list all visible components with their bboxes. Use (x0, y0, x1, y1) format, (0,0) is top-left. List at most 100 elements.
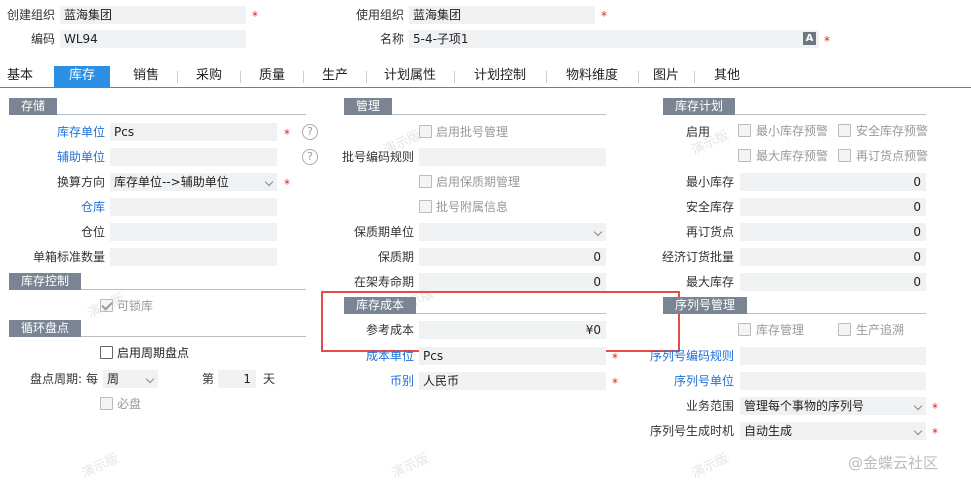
ref-cost-field[interactable]: ¥0 (419, 321, 606, 339)
section-title: 存储 (9, 98, 58, 115)
create-org-field[interactable]: 蓝海集团 (60, 6, 246, 24)
tab-separator (454, 71, 455, 83)
chevron-down-icon (145, 374, 155, 384)
tab-images[interactable]: 图片 (652, 68, 679, 83)
ref-cost-label: 参考成本 (365, 323, 414, 337)
location-label: 仓位 (80, 225, 105, 239)
watermark-text: 演示版 (79, 451, 122, 482)
tab-inventory[interactable]: 库存 (54, 66, 110, 88)
watermark-text: 演示版 (389, 451, 432, 482)
tab-quality[interactable]: 质量 (258, 68, 285, 83)
shelf-unit-select[interactable] (419, 223, 606, 241)
help-icon[interactable]: ? (302, 149, 318, 165)
reorder-point-field[interactable]: 0 (740, 223, 926, 241)
required-count-label: 必盘 (117, 397, 142, 411)
serial-unit-label[interactable]: 序列号单位 (673, 374, 734, 388)
tab-other[interactable]: 其他 (713, 68, 740, 83)
use-org-label: 使用组织 (355, 8, 404, 22)
reorder-warn-checkbox[interactable] (838, 149, 851, 162)
section-cycle-count: 循环盘点 (9, 320, 306, 337)
count-period-select[interactable]: 周 (103, 370, 158, 388)
tab-separator (303, 71, 304, 83)
name-label: 名称 (379, 32, 404, 46)
safe-stock-field[interactable]: 0 (740, 198, 926, 216)
shelf-period-field[interactable]: 0 (419, 248, 606, 266)
currency-label[interactable]: 币别 (389, 374, 414, 388)
serial-stock-mgmt-checkbox[interactable] (738, 323, 751, 336)
stock-unit-label[interactable]: 库存单位 (56, 125, 105, 139)
select-value: 库存单位-->辅助单位 (114, 175, 229, 189)
serial-timing-label: 序列号生成时机 (649, 424, 734, 438)
tab-separator (638, 71, 639, 83)
convert-direction-select[interactable]: 库存单位-->辅助单位 (110, 173, 277, 191)
batch-attach-label: 批号附属信息 (436, 200, 509, 214)
serial-rule-field[interactable] (740, 347, 926, 365)
serial-stock-mgmt-label: 库存管理 (756, 323, 805, 337)
section-stock-cost: 库存成本 (344, 297, 606, 314)
required-count-checkbox[interactable] (100, 397, 113, 410)
lockable-checkbox[interactable] (100, 299, 113, 312)
location-field[interactable] (110, 223, 277, 241)
create-org-label: 创建组织 (6, 8, 55, 22)
warehouse-field[interactable] (110, 198, 277, 216)
brand-watermark: @金蝶云社区 (848, 454, 939, 472)
min-stock-warn-checkbox[interactable] (738, 124, 751, 137)
name-field[interactable]: 5-4-子项1 (409, 30, 819, 48)
serial-prod-trace-checkbox[interactable] (838, 323, 851, 336)
use-org-field[interactable]: 蓝海集团 (409, 6, 595, 24)
section-title: 库存成本 (344, 297, 417, 314)
max-stock-label: 最大库存 (685, 275, 734, 289)
select-value: 周 (107, 372, 120, 386)
multilang-icon[interactable]: A (803, 32, 816, 45)
max-stock-warn-checkbox[interactable] (738, 149, 751, 162)
shelf-period-label: 保质期 (377, 250, 414, 264)
ordinal-day-field[interactable]: 1 (218, 370, 256, 388)
currency-field[interactable]: 人民币 (419, 372, 606, 390)
serial-unit-field[interactable] (740, 372, 926, 390)
max-stock-field[interactable]: 0 (740, 273, 926, 291)
section-storage: 存储 (9, 98, 306, 115)
count-period-every: 每 (85, 372, 98, 386)
batch-attach-checkbox[interactable] (419, 200, 432, 213)
cost-unit-field[interactable]: Pcs (419, 347, 606, 365)
tab-production[interactable]: 生产 (321, 68, 348, 83)
tab-plan-control[interactable]: 计划控制 (473, 68, 526, 83)
eoq-field[interactable]: 0 (740, 248, 926, 266)
tab-purchase[interactable]: 采购 (195, 68, 222, 83)
help-icon[interactable]: ? (302, 124, 318, 140)
batch-rule-field[interactable] (419, 148, 606, 166)
tab-basic[interactable]: 基本 (6, 68, 33, 83)
shelf-life-field[interactable]: 0 (419, 273, 606, 291)
shelf-life-mgmt-checkbox[interactable] (419, 175, 432, 188)
tab-sales[interactable]: 销售 (132, 68, 159, 83)
safe-stock-warn-checkbox[interactable] (838, 124, 851, 137)
cost-unit-label[interactable]: 成本单位 (365, 349, 414, 363)
lockable-label: 可锁库 (117, 299, 154, 313)
tab-plan-attributes[interactable]: 计划属性 (383, 68, 436, 83)
business-scope-select[interactable]: 管理每个事物的序列号 (740, 397, 926, 415)
shelf-life-label: 在架寿命期 (353, 275, 414, 289)
warehouse-label[interactable]: 仓库 (80, 200, 105, 214)
code-field[interactable]: WL94 (60, 30, 246, 48)
safe-stock-label: 安全库存 (685, 200, 734, 214)
max-stock-warn-label: 最大库存预警 (756, 149, 829, 163)
enable-cycle-count-checkbox[interactable] (100, 346, 113, 359)
reorder-warn-label: 再订货点预警 (856, 149, 929, 163)
watermark-text: 演示版 (689, 451, 732, 482)
stock-unit-field[interactable]: Pcs (110, 123, 277, 141)
aux-unit-label[interactable]: 辅助单位 (56, 150, 105, 164)
enable-cycle-count-label: 启用周期盘点 (117, 346, 190, 360)
box-qty-label: 单箱标准数量 (32, 250, 105, 264)
serial-rule-label[interactable]: 序列号编码规则 (649, 349, 734, 363)
ordinal-suffix: 天 (262, 372, 275, 386)
section-title: 库存控制 (9, 273, 82, 290)
min-stock-field[interactable]: 0 (740, 173, 926, 191)
shelf-unit-label: 保质期单位 (353, 225, 414, 239)
section-serial: 序列号管理 (663, 297, 926, 314)
batch-mgmt-checkbox[interactable] (419, 125, 432, 138)
box-qty-field[interactable] (110, 248, 277, 266)
tab-separator (177, 71, 178, 83)
aux-unit-field[interactable] (110, 148, 277, 166)
serial-timing-select[interactable]: 自动生成 (740, 422, 926, 440)
tab-material-dimension[interactable]: 物料维度 (565, 68, 618, 83)
